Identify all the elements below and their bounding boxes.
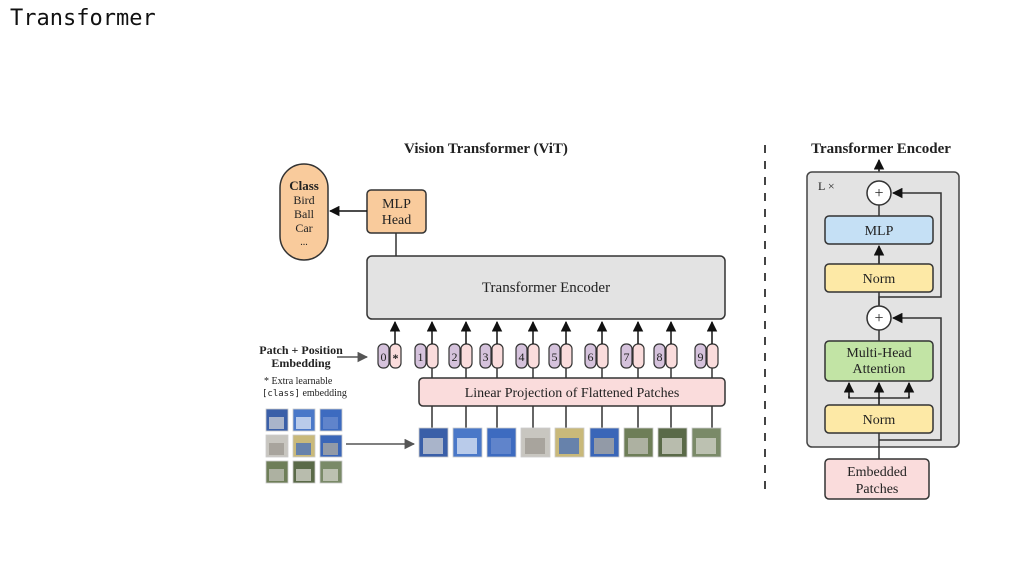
image-patch: [418, 406, 449, 458]
transformer-encoder-box: Transformer Encoder: [366, 255, 726, 320]
transformer-encoder-label: Transformer Encoder: [482, 280, 610, 296]
token-pair: 8: [653, 320, 678, 378]
token-pair: 3: [479, 320, 504, 378]
token-pair: 1: [414, 320, 439, 378]
patch-embedding-token: [665, 343, 678, 369]
token-pair: 2: [448, 320, 473, 378]
embedded-patches-box: Embedded Patches: [824, 458, 930, 500]
image-patch: [657, 406, 688, 458]
position-embedding-token: [448, 343, 461, 369]
position-index: 8: [657, 350, 663, 364]
class-item: Bird: [293, 193, 314, 207]
repeat-label: L ×: [818, 179, 835, 193]
position-index: 5: [552, 350, 558, 364]
attention-label: Multi-Head: [846, 346, 911, 361]
token-pair: 4: [515, 320, 540, 378]
plus-icon: +: [874, 310, 883, 327]
position-index: 2: [452, 350, 458, 364]
patch-embedding-token: [596, 343, 609, 369]
mlp-box: [824, 215, 934, 245]
position-index: 9: [698, 350, 704, 364]
position-embedding-token: [515, 343, 528, 369]
position-embedding-token: [548, 343, 561, 369]
plus-icon: +: [874, 185, 883, 202]
class-heading: Class: [289, 178, 319, 193]
linear-projection-label: Linear Projection of Flattened Patches: [465, 386, 680, 401]
patch-embedding-token: [632, 343, 645, 369]
image-patch: [452, 406, 483, 458]
image-patch: [623, 406, 654, 458]
grid-patch: [292, 460, 316, 484]
mlp-head-label: Head: [382, 213, 412, 228]
patch-embedding-label: Embedding: [271, 356, 330, 370]
class-item: Ball: [294, 207, 315, 221]
class-token-marker: *: [393, 351, 399, 365]
encoder-detail-title: Transformer Encoder: [811, 141, 951, 157]
position-embedding-token: [479, 343, 492, 369]
mlp-label: MLP: [865, 224, 894, 239]
position-embedding-token: [377, 343, 390, 369]
multi-head-attention-box: [824, 340, 934, 382]
image-patch: [691, 406, 722, 458]
class-item: Car: [295, 221, 312, 235]
norm-label: Norm: [863, 272, 896, 287]
mlp-head-box: MLP Head: [366, 189, 427, 234]
position-index: 7: [624, 350, 630, 364]
grid-patch: [319, 434, 343, 458]
class-output-box: Class Bird Ball Car ...: [279, 163, 329, 261]
image-patch: [554, 406, 585, 458]
grid-patch: [319, 460, 343, 484]
norm-label: Norm: [863, 413, 896, 428]
vit-title: Vision Transformer (ViT): [404, 141, 568, 157]
token-pair: 0*: [377, 320, 402, 369]
grid-patch: [265, 434, 289, 458]
grid-patch: [265, 460, 289, 484]
grid-patch: [265, 408, 289, 432]
position-embedding-token: [414, 343, 427, 369]
token-pair: 6: [584, 320, 609, 378]
token-pair: 7: [620, 320, 645, 378]
position-embedding-token: [584, 343, 597, 369]
patch-embedding-label: Patch + Position: [259, 343, 343, 357]
position-embedding-token: [694, 343, 707, 369]
encoder-block: L × + MLP Norm + Multi-Head Attention No…: [806, 171, 960, 448]
position-embedding-token: [653, 343, 666, 369]
patch-embedding-token: [527, 343, 540, 369]
position-index: 0: [381, 350, 387, 364]
patch-embedding-token: [426, 343, 439, 369]
class-item: ...: [300, 237, 308, 248]
patch-embedding-token: [706, 343, 719, 369]
grid-patch: [292, 408, 316, 432]
image-patch: [589, 406, 620, 458]
image-patch: [520, 406, 551, 458]
position-index: 3: [483, 350, 489, 364]
attention-label: Attention: [853, 362, 906, 377]
token-pair: 9: [694, 320, 719, 378]
position-index: 6: [588, 350, 594, 364]
position-index: 1: [418, 350, 424, 364]
patch-embedding-token: [491, 343, 504, 369]
linear-projection-box: Linear Projection of Flattened Patches: [418, 377, 726, 407]
position-index: 4: [519, 350, 525, 364]
extra-note: * Extra learnable: [264, 376, 333, 387]
embedded-patches-label: Patches: [856, 482, 899, 497]
patch-embedding-token: [460, 343, 473, 369]
extra-note-code: [class] embedding: [262, 388, 347, 399]
mlp-head-label: MLP: [382, 197, 411, 212]
image-patch-grid: [265, 408, 343, 484]
embedded-patches-label: Embedded: [847, 465, 907, 480]
grid-patch: [292, 434, 316, 458]
patch-embedding-token: [560, 343, 573, 369]
grid-patch: [319, 408, 343, 432]
position-embedding-token: [620, 343, 633, 369]
flattened-patch-row: [418, 406, 722, 458]
image-patch: [486, 406, 517, 458]
token-pair: 5: [548, 320, 573, 378]
slide-title: Transformer: [10, 6, 156, 31]
